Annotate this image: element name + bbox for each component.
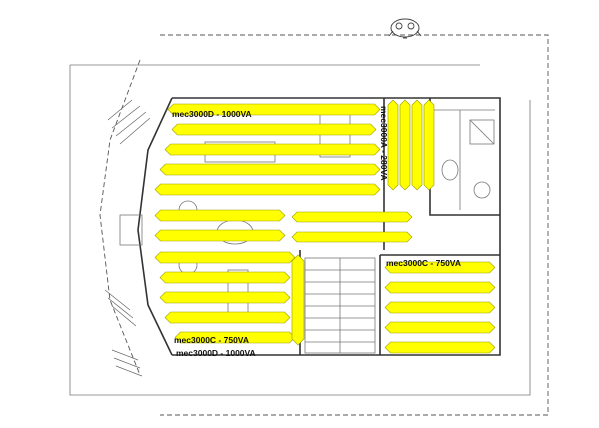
staircase xyxy=(304,257,376,354)
heating-mat-b-2 xyxy=(164,143,381,156)
heating-mat-c-0 xyxy=(384,261,496,274)
bathroom-fixtures xyxy=(441,119,495,199)
zone-label-a: mec3000A - 280VA xyxy=(379,106,389,181)
heating-mat-layer xyxy=(154,99,496,354)
heating-mat-a-3 xyxy=(423,99,435,191)
heating-mat-corridor-0 xyxy=(291,211,413,223)
heating-mat-c-3 xyxy=(384,321,496,334)
car-icon xyxy=(388,18,422,39)
zone-label-e: mec3000D - 1000VA xyxy=(176,348,256,358)
site-boundary xyxy=(69,34,549,416)
heating-mat-a-1 xyxy=(399,99,411,191)
zone-label-d: mec3000C - 750VA xyxy=(174,335,249,345)
heating-mat-corridor-v xyxy=(291,254,305,346)
heating-mat-b-4 xyxy=(154,183,381,196)
heating-mat-a-0 xyxy=(387,99,399,191)
heating-mat-mid-5 xyxy=(164,311,291,324)
heating-mat-corridor-1 xyxy=(291,231,413,243)
heating-mat-mid-6 xyxy=(174,331,296,344)
heating-mat-c-4 xyxy=(384,341,496,354)
deck-left xyxy=(104,99,151,377)
heating-mat-mid-4 xyxy=(159,291,291,304)
zone-label-b: mec3000D - 1000VA xyxy=(172,109,252,119)
heating-mat-a-2 xyxy=(411,99,423,191)
heating-mat-b-1 xyxy=(171,123,377,136)
heating-mat-b-3 xyxy=(159,163,381,176)
heating-mat-c-2 xyxy=(384,301,496,314)
house-walls xyxy=(137,97,501,356)
heating-mat-b-0 xyxy=(167,103,381,116)
zone-label-c: mec3000C - 750VA xyxy=(386,258,461,268)
heating-mat-mid-0 xyxy=(154,209,286,222)
heating-mat-c-1 xyxy=(384,281,496,294)
heating-mat-mid-3 xyxy=(159,271,291,284)
heating-mat-mid-1 xyxy=(154,229,286,242)
heating-mat-mid-2 xyxy=(154,251,296,264)
